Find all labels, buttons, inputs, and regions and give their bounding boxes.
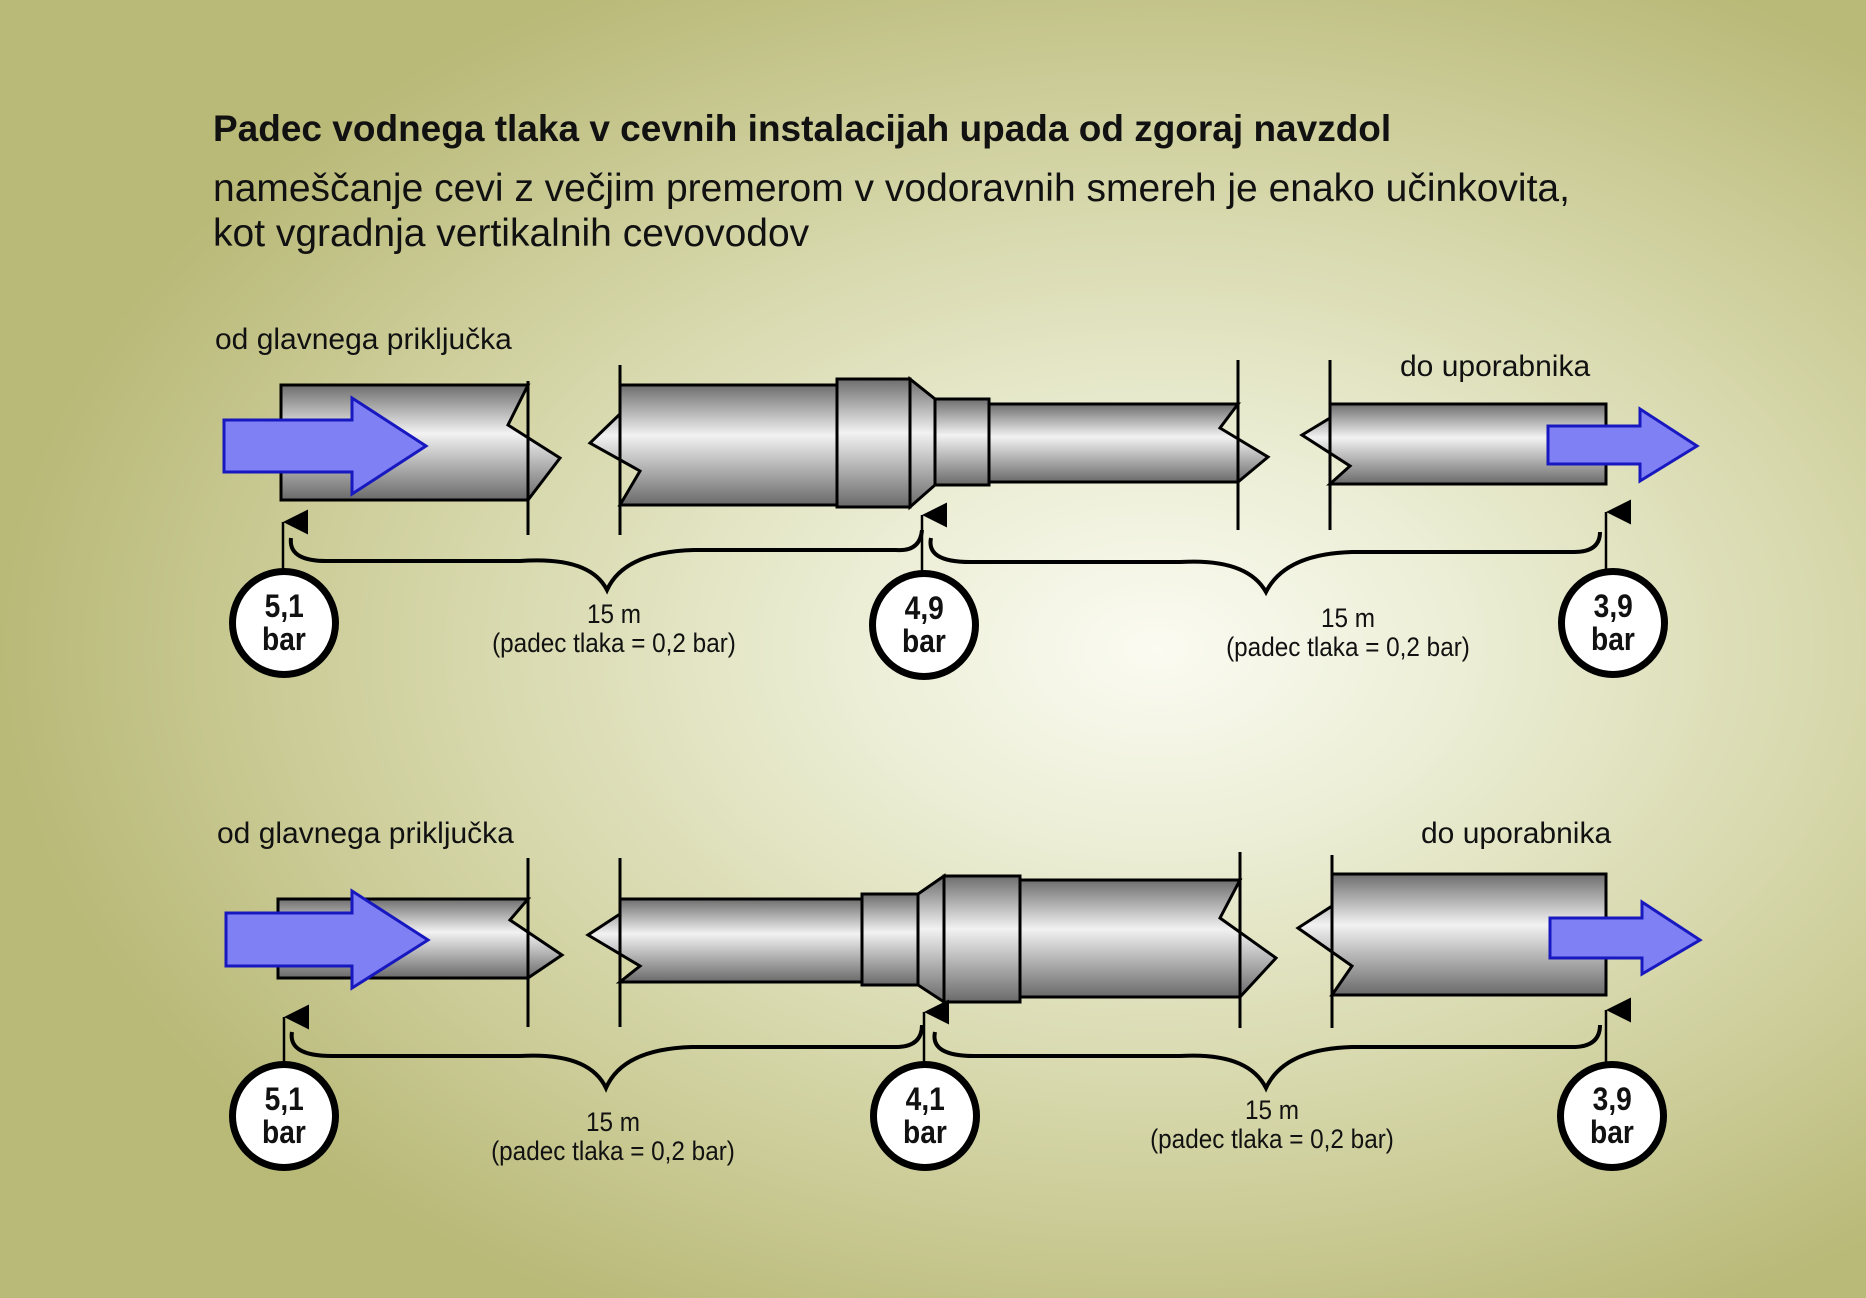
pressure-badge: 4,1 bar: [870, 1061, 980, 1171]
pipe-socket: [860, 892, 920, 987]
segment-length: 15 m: [585, 1107, 641, 1137]
pipe-segment: [585, 897, 864, 984]
pressure-badge: 4,9 bar: [869, 570, 979, 680]
pressure-value: 5,1: [264, 1081, 304, 1117]
distance-brace: [288, 529, 924, 595]
pipe-coupling: [942, 874, 1022, 1004]
pipe-segment: [1295, 872, 1608, 997]
pressure-unit: bar: [1590, 1114, 1634, 1150]
pressure-pointer-arrows: [281, 499, 1631, 573]
pressure-badge: 5,1 bar: [229, 568, 339, 678]
pressure-unit: bar: [903, 1114, 947, 1150]
segment-pressure-drop: (padec tlaka = 0,2 bar): [1226, 632, 1470, 662]
segment-distance: 15 m (padec tlaka = 0,2 bar): [425, 600, 803, 658]
pressure-value: 4,9: [904, 590, 944, 626]
pressure-value: 4,1: [905, 1081, 945, 1117]
pressure-unit: bar: [1591, 621, 1635, 657]
pressure-unit: bar: [902, 623, 946, 659]
segment-length: 15 m: [1320, 603, 1376, 633]
pressure-value: 5,1: [264, 588, 304, 624]
pressure-badge: 3,9 bar: [1557, 1061, 1667, 1171]
page-subtitle: nameščanje cevi z večjim premerom v vodo…: [213, 167, 1570, 255]
pipe-segment: [587, 383, 839, 507]
pressure-value: 3,9: [1593, 588, 1633, 624]
page-title: Padec vodnega tlaka v cevnih instalacija…: [213, 108, 1392, 149]
segment-pressure-drop: (padec tlaka = 0,2 bar): [491, 1136, 735, 1166]
pipe-socket: [933, 397, 991, 487]
flow-arrow-out: [1546, 406, 1700, 484]
distance-brace: [289, 1024, 924, 1093]
pressure-badge: 3,9 bar: [1558, 568, 1668, 678]
pressure-value: 3,9: [1592, 1081, 1632, 1117]
pipe-run-top: [279, 360, 1608, 535]
pressure-unit: bar: [262, 621, 306, 657]
flow-arrow-in: [222, 395, 429, 497]
pipe-segment: [987, 402, 1271, 484]
pipe-segment: [1299, 402, 1608, 486]
segment-pressure-drop: (padec tlaka = 0,2 bar): [1150, 1124, 1394, 1154]
segment-pressure-drop: (padec tlaka = 0,2 bar): [492, 628, 736, 658]
segment-distance: 15 m (padec tlaka = 0,2 bar): [1159, 604, 1537, 662]
flow-arrow-out: [1548, 899, 1703, 977]
pressure-badge: 5,1 bar: [229, 1061, 339, 1171]
pipe-segment: [1018, 878, 1279, 999]
segment-length: 15 m: [1244, 1095, 1300, 1125]
pipe-coupling: [835, 377, 912, 509]
distance-brace: [928, 531, 1602, 597]
destination-label: do uporabnika: [1421, 817, 1612, 850]
pipe-reducer: [908, 375, 937, 511]
pipe-reducer: [916, 873, 946, 1005]
segment-length: 15 m: [586, 599, 642, 629]
destination-label: do uporabnika: [1400, 350, 1591, 383]
flow-arrow-in: [224, 888, 431, 991]
source-label: od glavnega priključka: [215, 323, 512, 356]
pressure-unit: bar: [262, 1114, 306, 1150]
segment-distance: 15 m (padec tlaka = 0,2 bar): [1083, 1096, 1461, 1154]
pressure-pointer-arrows: [282, 997, 1631, 1065]
pipe-run-bottom: [276, 852, 1608, 1028]
source-label: od glavnega priključka: [217, 817, 514, 850]
segment-distance: 15 m (padec tlaka = 0,2 bar): [424, 1108, 802, 1166]
distance-brace: [932, 1024, 1602, 1093]
